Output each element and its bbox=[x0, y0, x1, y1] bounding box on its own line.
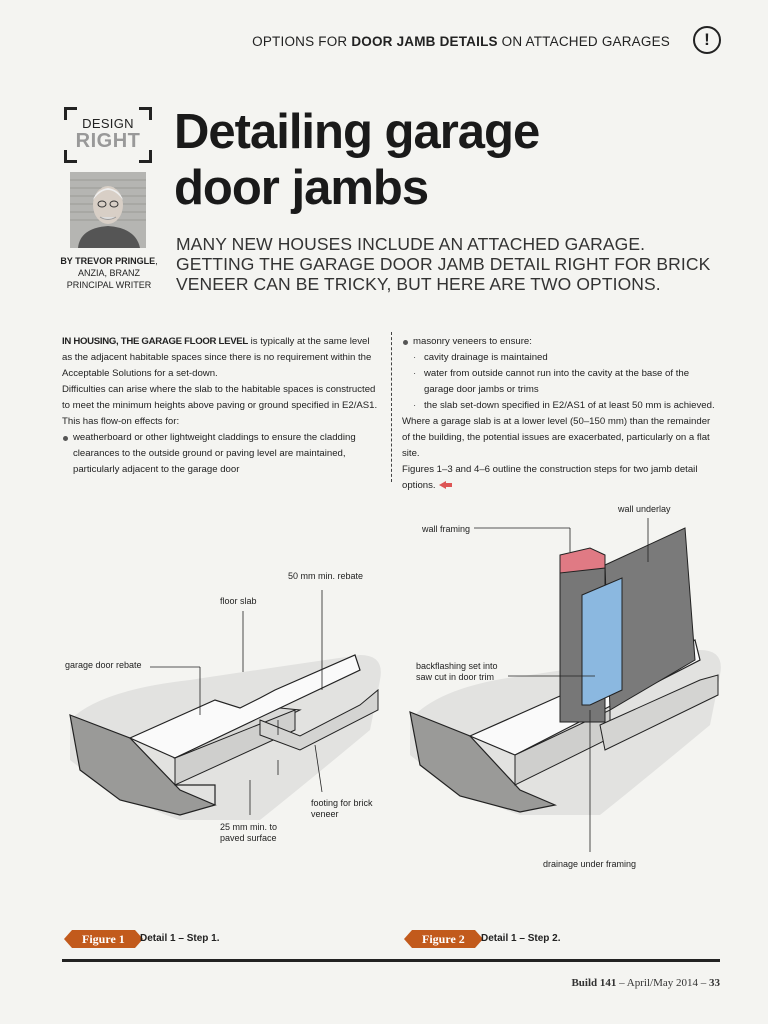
paragraph-3: Where a garage slab is at a lower level … bbox=[402, 416, 711, 459]
sub-bullet-2: water from outside cannot run into the c… bbox=[402, 366, 720, 398]
figure-1-caption: Detail 1 – Step 1. bbox=[140, 933, 220, 944]
fig1-label-rebate: 50 mm min. rebate bbox=[288, 571, 363, 581]
body-column-2: masonry veneers to ensure: cavity draina… bbox=[402, 334, 720, 494]
fig1-label-footing-1: footing for brick bbox=[311, 798, 373, 808]
fig1-label-paved-1: 25 mm min. to bbox=[220, 822, 277, 832]
figure-1-tag: Figure 1 bbox=[64, 930, 143, 948]
fig2-label-backflash-2: saw cut in door trim bbox=[416, 672, 494, 682]
page-footer: Build 141 – April/May 2014 – 33 bbox=[571, 977, 720, 989]
body-column-1: IN HOUSING, THE GARAGE FLOOR LEVEL is ty… bbox=[62, 334, 380, 478]
fig2-label-underlay: wall underlay bbox=[617, 504, 671, 514]
alert-icon: ! bbox=[693, 26, 721, 54]
sub-bullet-3: the slab set-down specified in E2/AS1 of… bbox=[402, 398, 720, 414]
fig1-label-floor-slab: floor slab bbox=[220, 596, 257, 606]
column-divider bbox=[391, 332, 392, 482]
author-portrait bbox=[70, 172, 146, 248]
figure-1-diagram: 50 mm min. rebate floor slab garage door… bbox=[65, 571, 381, 843]
sub-bullet-1: cavity drainage is maintained bbox=[402, 350, 720, 366]
fig2-label-backflash-1: backflashing set into bbox=[416, 661, 498, 671]
fig1-label-paved-2: paved surface bbox=[220, 833, 277, 843]
footer-rule bbox=[62, 959, 720, 962]
article-deck: MANY NEW HOUSES INCLUDE AN ATTACHED GARA… bbox=[176, 234, 711, 294]
badge-line2: RIGHT bbox=[75, 130, 141, 152]
fig2-label-drainage: drainage under framing bbox=[543, 859, 636, 869]
figure-2-tag: Figure 2 bbox=[404, 930, 483, 948]
fig1-label-garage-rebate: garage door rebate bbox=[65, 660, 142, 670]
badge-line1: DESIGN bbox=[82, 116, 134, 131]
section-label: OPTIONS FOR DOOR JAMB DETAILS ON ATTACHE… bbox=[252, 34, 670, 49]
bullet-1: weatherboard or other lightweight claddi… bbox=[62, 430, 380, 478]
bullet-2: masonry veneers to ensure: bbox=[402, 334, 720, 350]
paragraph-2: Difficulties can arise where the slab to… bbox=[62, 384, 378, 427]
figure-2-diagram: wall underlay wall framing backflashing … bbox=[409, 504, 721, 869]
design-right-badge: DESIGN RIGHT bbox=[64, 107, 152, 163]
fig1-label-footing-2: veneer bbox=[311, 809, 339, 819]
article-title: Detailing garage door jambs bbox=[174, 105, 540, 215]
end-arrow-icon bbox=[438, 481, 446, 490]
paragraph-4: Figures 1–3 and 4–6 outline the construc… bbox=[402, 464, 698, 491]
figure-2-caption: Detail 1 – Step 2. bbox=[481, 933, 561, 944]
author-credit: BY TREVOR PRINGLE, ANZIA, BRANZ PRINCIPA… bbox=[60, 256, 158, 290]
fig2-label-framing: wall framing bbox=[421, 524, 470, 534]
paragraph-1: IN HOUSING, THE GARAGE FLOOR LEVEL is ty… bbox=[62, 336, 372, 379]
